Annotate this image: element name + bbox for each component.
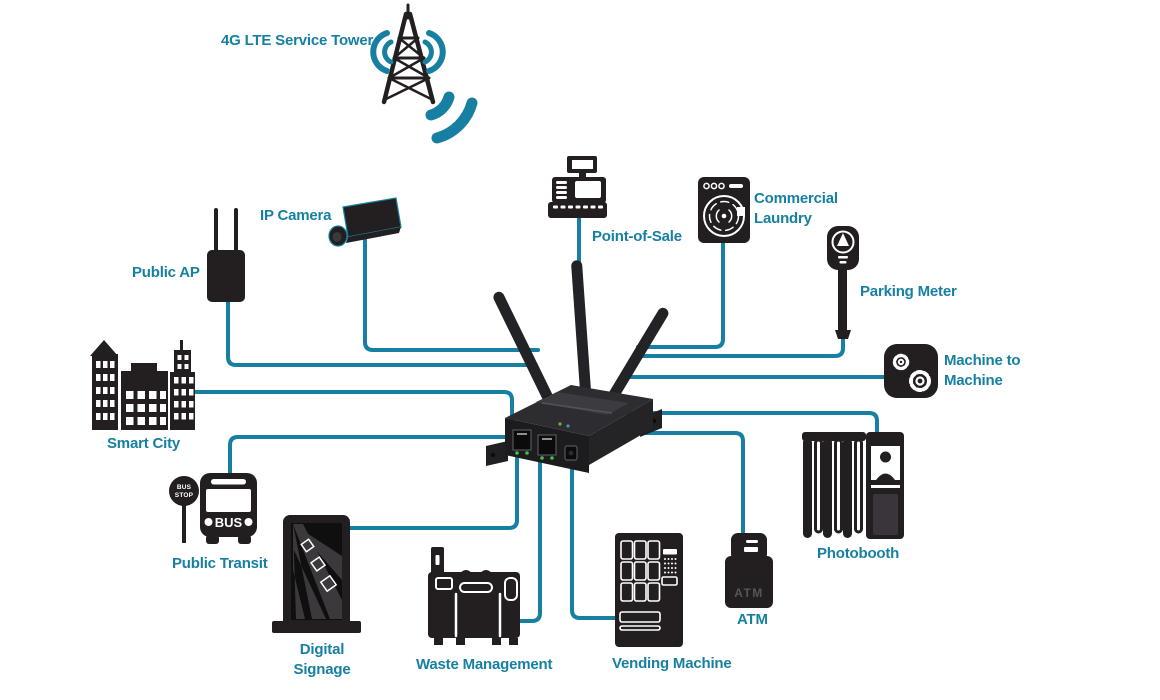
city-windows-mid [126,391,166,425]
waste-management-icon [428,547,520,645]
connection-waste-management [518,450,542,623]
smart-city-icon [90,340,195,430]
bus-front-text: BUS [215,515,243,530]
bus-icon: BUS [200,473,257,544]
bus-stop-sign-icon: BUS STOP [169,476,199,543]
label-digital-signage: Digital Signage [293,641,351,678]
connection-public-ap [226,298,538,367]
router-power-jack [564,445,578,461]
gear-small-icon [892,353,910,371]
city-windows-tower-top [177,355,189,369]
connection-parking-meter [632,327,845,358]
cell-tower-icon [370,3,478,144]
label-point-of-sale: Point-of-Sale [592,228,682,245]
signal-wave-right-icon [422,30,446,74]
label-waste-management: Waste Management [416,656,553,673]
label-atm: ATM [737,611,768,628]
vending-product-grid [620,540,661,602]
vending-machine-icon [615,533,683,647]
atm-machine-text: ATM [734,586,764,600]
label-public-ap: Public AP [132,264,200,281]
city-windows-left [96,361,115,420]
connection-ip-camera [363,238,540,352]
gear-large-icon [909,370,931,392]
city-windows-tower [174,377,194,420]
atm-icon: ATM [725,533,773,608]
connection-atm [596,431,745,536]
connection-photobooth [604,411,879,435]
label-photobooth: Photobooth [817,545,900,562]
connection-smart-city [194,390,514,438]
label-smart-city: Smart City [107,435,181,452]
connection-lines [194,216,887,623]
connection-commercial-laundry [636,241,725,349]
ip-camera-icon [328,197,402,247]
vending-keypad [664,558,677,574]
photobooth-icon [802,432,904,539]
bus-stop-sign-text1: BUS [177,484,192,491]
connection-digital-signage [347,450,519,530]
digital-signage-icon [272,515,361,633]
label-ip-camera: IP Camera [260,207,332,224]
access-point-icon [207,208,245,302]
signal-wave-left-icon [370,30,394,74]
label-public-transit: Public Transit [172,555,268,572]
connection-public-transit [228,435,508,476]
router-antennas [493,260,669,411]
parking-meter-icon [827,226,859,339]
label-parking-meter: Parking Meter [860,283,957,300]
label-machine-to-machine: Machine to Machine [944,352,1021,389]
register-keys [553,205,603,209]
router-ethernet-ports [512,429,557,460]
label-vending-machine: Vending Machine [612,655,732,672]
broadcast-wave-icon [425,91,478,144]
label-commercial-laundry: Commercial Laundry [754,190,838,227]
bus-stop-sign-text2: STOP [175,492,194,499]
machine-to-machine-icon [884,344,938,398]
connection-vending-machine [570,450,618,620]
label-tower: 4G LTE Service Tower [221,32,374,49]
washing-machine-icon [698,177,750,243]
lte-router [486,260,669,473]
signage-beams [293,524,342,619]
cash-register-icon [548,156,607,218]
